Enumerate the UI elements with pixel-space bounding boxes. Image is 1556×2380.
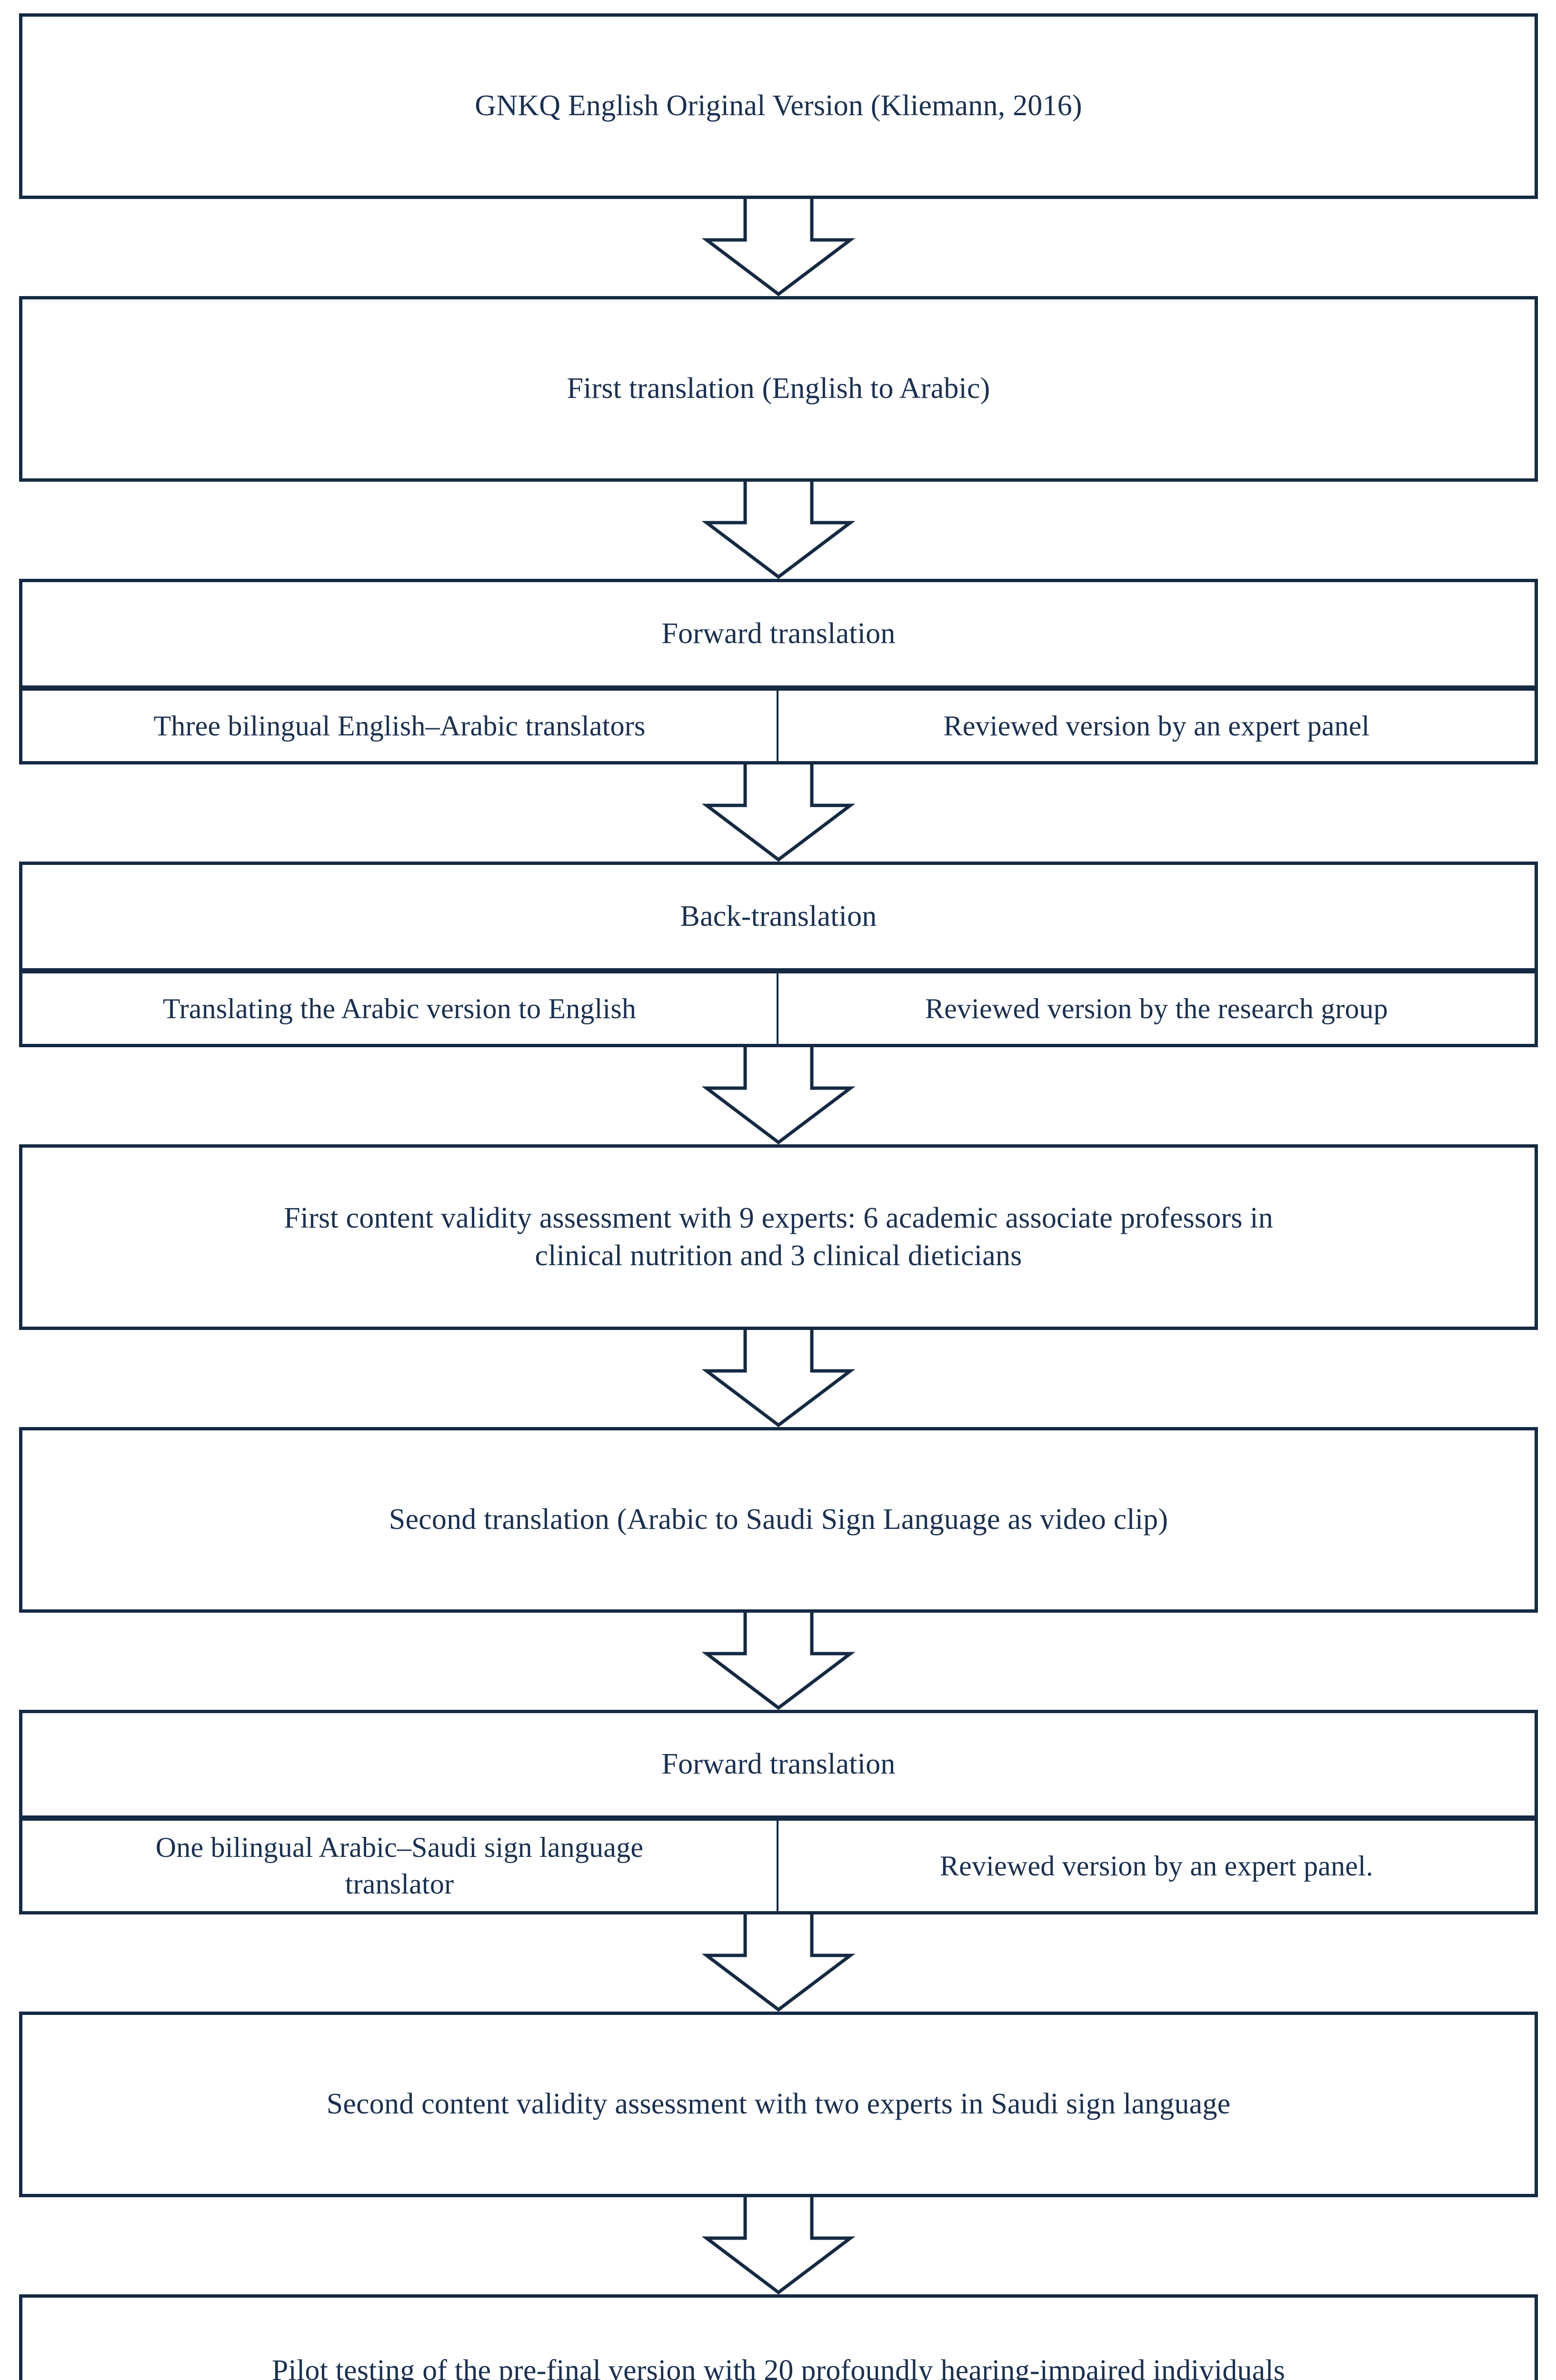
node-subrow: Three bilingual English–Arabic translato… bbox=[22, 685, 1535, 761]
node-subcell-left-label: Three bilingual English–Arabic translato… bbox=[153, 710, 646, 742]
node-body: Pilot testing of the pre-final version w… bbox=[22, 2298, 1535, 2380]
node-body: Back-translation bbox=[22, 865, 1535, 968]
node-label: Second translation (Arabic to Saudi Sign… bbox=[389, 1503, 1168, 1536]
node-label: First content validity assessment with 9… bbox=[284, 1201, 1273, 1272]
node-subcell-right: Reviewed version by the research group bbox=[778, 973, 1535, 1044]
flow-arrow-3 bbox=[701, 764, 856, 862]
flow-node-back-translation: Back-translation Translating the Arabic … bbox=[19, 862, 1538, 1047]
node-body: Forward translation bbox=[22, 582, 1535, 685]
node-subcell-right-label: Reviewed version by an expert panel. bbox=[939, 1850, 1374, 1882]
flow-arrow-6 bbox=[701, 1613, 856, 1710]
node-body: First translation (English to Arabic) bbox=[22, 299, 1535, 478]
node-label: Pilot testing of the pre-final version w… bbox=[271, 2354, 1286, 2380]
node-subrow: Translating the Arabic version to Englis… bbox=[22, 968, 1535, 1044]
node-subrow: One bilingual Arabic–Saudi sign language… bbox=[22, 1815, 1535, 1911]
node-subcell-left: Translating the Arabic version to Englis… bbox=[22, 973, 778, 1044]
flow-node-forward-translation-1: Forward translation Three bilingual Engl… bbox=[19, 579, 1538, 764]
node-subcell-left: One bilingual Arabic–Saudi sign language… bbox=[22, 1821, 778, 1911]
node-subcell-right: Reviewed version by an expert panel. bbox=[778, 1821, 1535, 1911]
node-body: GNKQ English Original Version (Kliemann,… bbox=[22, 17, 1535, 196]
flow-node-second-translation: Second translation (Arabic to Saudi Sign… bbox=[19, 1427, 1538, 1613]
node-body: Second content validity assessment with … bbox=[22, 2015, 1535, 2194]
node-subcell-right-label: Reviewed version by the research group bbox=[925, 992, 1388, 1024]
flow-arrow-4 bbox=[701, 1047, 856, 1145]
flow-node-forward-translation-2: Forward translation One bilingual Arabic… bbox=[19, 1710, 1538, 1914]
node-subcell-right: Reviewed version by an expert panel bbox=[778, 691, 1535, 761]
node-subcell-left: Three bilingual English–Arabic translato… bbox=[22, 691, 778, 761]
flow-arrow-1 bbox=[701, 199, 856, 297]
flow-arrow-8 bbox=[701, 2197, 856, 2295]
node-body: First content validity assessment with 9… bbox=[22, 1148, 1535, 1327]
flow-node-first-translation: First translation (English to Arabic) bbox=[19, 296, 1538, 482]
flow-arrow-5 bbox=[701, 1330, 856, 1428]
node-subcell-left-label: One bilingual Arabic–Saudi sign language… bbox=[155, 1832, 644, 1900]
node-label: Forward translation bbox=[661, 617, 896, 650]
flow-node-second-content-validity: Second content validity assessment with … bbox=[19, 2012, 1538, 2197]
flow-node-gnkq-original: GNKQ English Original Version (Kliemann,… bbox=[19, 13, 1538, 199]
flow-arrow-2 bbox=[701, 482, 856, 579]
node-subcell-right-label: Reviewed version by an expert panel bbox=[943, 710, 1370, 742]
node-label: GNKQ English Original Version (Kliemann,… bbox=[475, 89, 1082, 122]
flow-node-pilot-testing: Pilot testing of the pre-final version w… bbox=[19, 2294, 1538, 2380]
node-label: First translation (English to Arabic) bbox=[567, 372, 990, 405]
node-label: Forward translation bbox=[661, 1747, 896, 1780]
node-body: Forward translation bbox=[22, 1713, 1535, 1815]
node-body: Second translation (Arabic to Saudi Sign… bbox=[22, 1430, 1535, 1609]
flow-arrow-7 bbox=[701, 1914, 856, 2012]
flow-node-first-content-validity: First content validity assessment with 9… bbox=[19, 1144, 1538, 1330]
node-label: Back-translation bbox=[680, 900, 877, 932]
node-label: Second content validity assessment with … bbox=[326, 2088, 1231, 2121]
node-subcell-left-label: Translating the Arabic version to Englis… bbox=[162, 992, 637, 1024]
